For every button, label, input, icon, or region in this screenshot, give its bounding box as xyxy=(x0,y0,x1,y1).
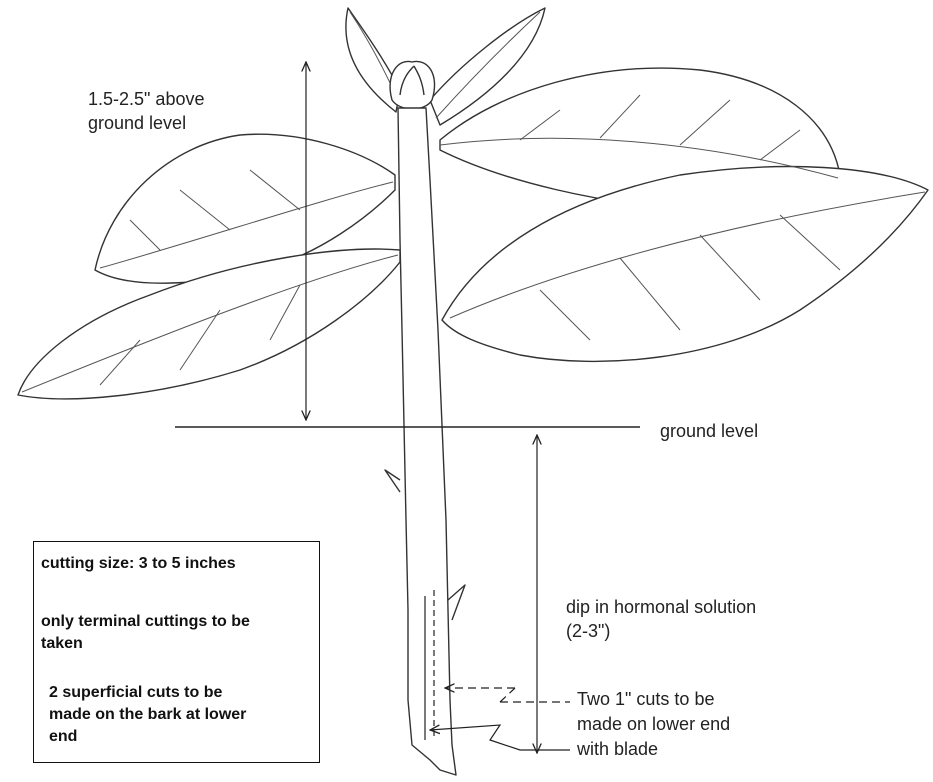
dip-line-2: (2-3") xyxy=(566,619,756,643)
above-ground-label: 1.5-2.5" above ground level xyxy=(88,87,204,135)
note-superficial: 2 superficial cuts to be made on the bar… xyxy=(49,682,246,748)
above-ground-line-1: 1.5-2.5" above xyxy=(88,87,204,111)
note-terminal-line-2: taken xyxy=(41,633,250,655)
dip-line-1: dip in hormonal solution xyxy=(566,595,756,619)
cuts-label: Two 1" cuts to be made on lower end with… xyxy=(577,687,730,762)
cuts-line-1: Two 1" cuts to be xyxy=(577,687,730,712)
note-terminal-line-1: only terminal cuttings to be xyxy=(41,611,250,633)
above-ground-line-2: ground level xyxy=(88,111,204,135)
note-size: cutting size: 3 to 5 inches xyxy=(41,553,236,575)
cuts-line-3: with blade xyxy=(577,737,730,762)
dip-label: dip in hormonal solution (2-3") xyxy=(566,595,756,643)
ground-level-label: ground level xyxy=(660,419,758,443)
notes-box: cutting size: 3 to 5 inches only termina… xyxy=(33,541,320,763)
note-superficial-line-2: made on the bark at lower xyxy=(49,704,246,726)
note-terminal: only terminal cuttings to be taken xyxy=(41,611,250,655)
stem xyxy=(398,108,456,775)
note-superficial-line-1: 2 superficial cuts to be xyxy=(49,682,246,704)
cuts-line-2: made on lower end xyxy=(577,712,730,737)
note-superficial-line-3: end xyxy=(49,726,246,748)
leaf-lower-right xyxy=(442,167,928,362)
